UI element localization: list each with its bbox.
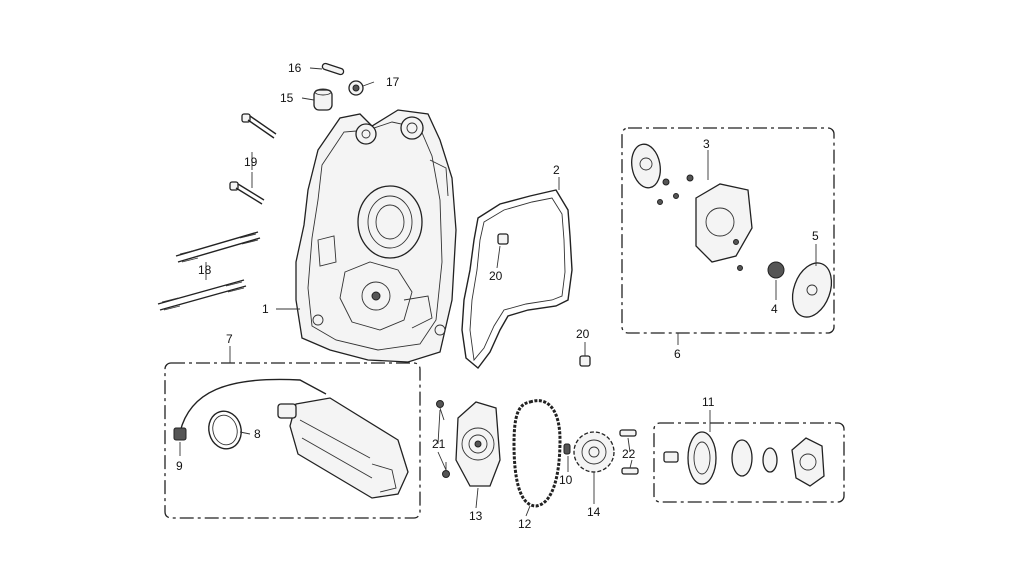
callout-17: 17 <box>386 75 400 89</box>
callout-8: 8 <box>254 427 261 441</box>
group-box-starter-clutch <box>653 422 845 503</box>
key-10 <box>563 443 571 455</box>
callout-14: 14 <box>587 505 601 519</box>
bolts-21 <box>436 400 450 478</box>
callout-4: 4 <box>771 302 778 316</box>
bushing-15 <box>313 88 333 111</box>
callout-20-b: 20 <box>576 327 590 341</box>
starter-motor <box>173 378 409 499</box>
callout-16: 16 <box>288 61 302 75</box>
oil-pump-sprocket-5 <box>791 262 833 318</box>
crankcase-cover <box>295 109 457 363</box>
callout-1: 1 <box>262 302 269 316</box>
callout-20-a: 20 <box>489 269 503 283</box>
bolt-19-upper <box>241 113 277 139</box>
dowel-pin-16 <box>321 62 345 76</box>
cover-gasket-inner <box>469 197 566 362</box>
oil-pump-gear-4 <box>767 261 785 279</box>
leader-lines <box>179 67 817 517</box>
starter-chain-12 <box>512 399 562 508</box>
callout-15: 15 <box>280 91 294 105</box>
o-ring-8 <box>208 410 242 450</box>
callout-6: 6 <box>674 347 681 361</box>
callout-7: 7 <box>226 332 233 346</box>
callout-12: 12 <box>518 517 532 531</box>
callout-13: 13 <box>469 509 483 523</box>
bolt-19-lower <box>229 181 265 205</box>
stud-18-upper <box>175 231 261 263</box>
callout-18: 18 <box>198 263 212 277</box>
callout-labels: 1 2 3 4 5 6 7 8 9 10 11 12 13 14 15 16 1… <box>176 61 819 531</box>
cover-gasket <box>461 189 573 370</box>
callout-11: 11 <box>702 395 715 409</box>
callout-2: 2 <box>553 163 560 177</box>
bolts-22 <box>619 429 639 475</box>
callout-21: 21 <box>432 437 446 451</box>
sprocket-14 <box>573 431 615 473</box>
callout-10: 10 <box>559 473 573 487</box>
starter-plate-13 <box>455 401 501 487</box>
callout-22: 22 <box>622 447 636 461</box>
group-box-oil-pump <box>621 127 835 334</box>
callout-3: 3 <box>703 137 710 151</box>
seal-17 <box>348 80 364 96</box>
group-box-starter-motor <box>164 362 421 519</box>
stud-18-lower <box>157 279 247 311</box>
dowel-20-a <box>497 233 509 245</box>
dowel-20-b <box>579 355 591 367</box>
callout-5: 5 <box>812 229 819 243</box>
oil-pump-assembly <box>631 143 753 271</box>
starter-clutch-assembly <box>663 431 825 487</box>
callout-19: 19 <box>244 155 258 169</box>
callout-9: 9 <box>176 459 183 473</box>
